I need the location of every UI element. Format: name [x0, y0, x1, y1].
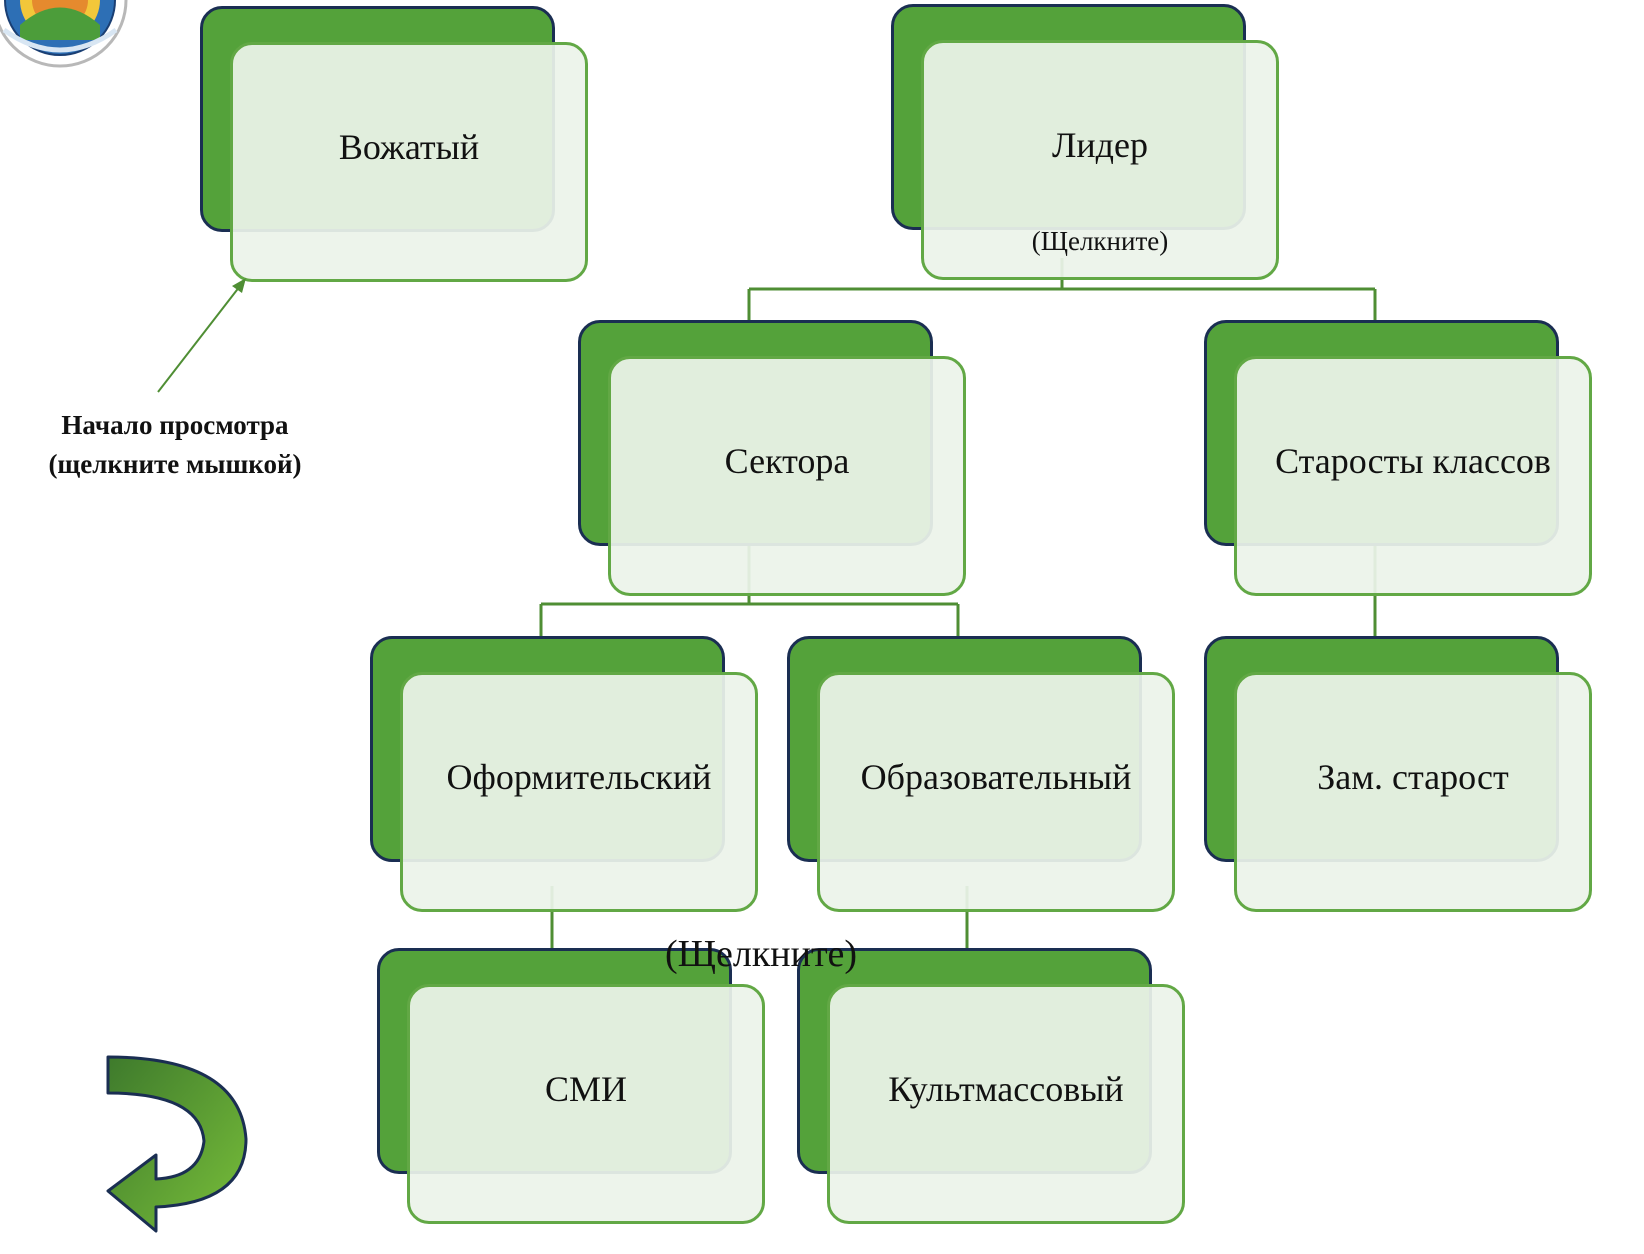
node-label: Лидер [1052, 125, 1148, 165]
node-front-shape [817, 672, 1175, 912]
node-sektora[interactable]: Сектора [578, 320, 968, 600]
node-label: Культмассовый [888, 1069, 1124, 1109]
node-label: Сектора [724, 441, 850, 481]
node-oformitelsky[interactable]: Оформительский [370, 636, 760, 916]
start-hint-text[interactable]: Начало просмотра (щелкните мышкой) [0, 406, 350, 484]
node-label: Образовательный [860, 757, 1132, 797]
node-label: Вожатый [338, 127, 480, 167]
node-front-shape [407, 984, 765, 1224]
node-front-shape [921, 40, 1279, 280]
node-smi[interactable]: СМИ [377, 948, 767, 1228]
click-hint-text[interactable]: (Щелкните) [665, 933, 858, 975]
node-zam-starost[interactable]: Зам. старост [1204, 636, 1594, 916]
node-obrazovatelny[interactable]: Образовательный [787, 636, 1177, 916]
node-lider[interactable]: Лидер (Щелкните) [891, 4, 1281, 284]
node-front-shape [230, 42, 588, 282]
node-kultmassovy[interactable]: Культмассовый [797, 948, 1187, 1228]
start-hint-line1: Начало просмотра [61, 410, 289, 440]
node-label: Зам. старост [1317, 757, 1509, 797]
node-vozhaty[interactable]: Вожатый [200, 6, 590, 286]
node-click-hint[interactable]: (Щелкните) [1031, 226, 1169, 256]
curved-return-arrow-icon[interactable] [104, 1055, 264, 1235]
node-label: Старосты классов [1275, 441, 1551, 481]
node-starosty[interactable]: Старосты классов [1204, 320, 1594, 600]
node-front-shape [827, 984, 1185, 1224]
node-front-shape [1234, 672, 1592, 912]
node-front-shape [400, 672, 758, 912]
emblem-logo-icon [0, 0, 128, 68]
node-label: Оформительский [446, 757, 712, 797]
node-label: СМИ [544, 1069, 628, 1109]
node-front-shape [1234, 356, 1592, 596]
node-front-shape [608, 356, 966, 596]
start-hint-line2: (щелкните мышкой) [48, 449, 302, 479]
